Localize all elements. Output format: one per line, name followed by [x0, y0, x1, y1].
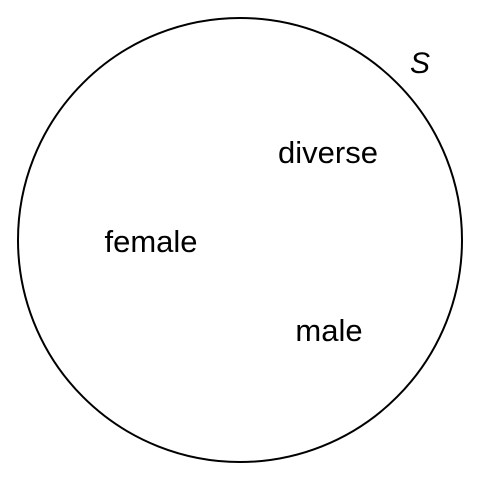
element-label-male: male	[295, 313, 362, 348]
set-name-label: S	[410, 47, 430, 80]
element-label-female: female	[104, 224, 197, 259]
element-label-diverse: diverse	[278, 135, 378, 170]
set-circle	[17, 17, 463, 463]
